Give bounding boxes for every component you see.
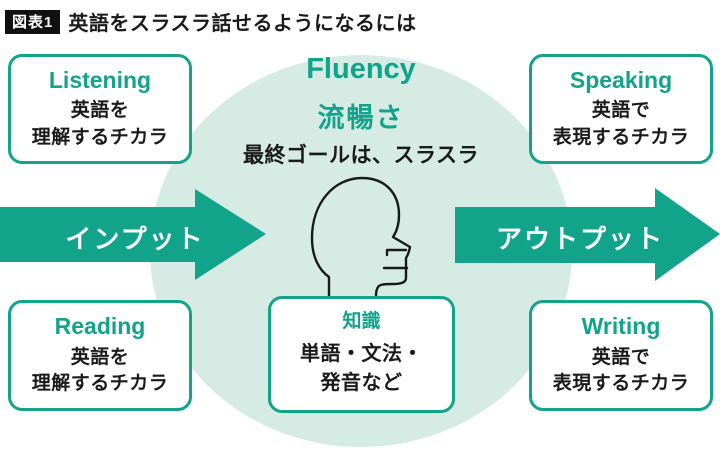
input-arrow-label: インプット [65, 224, 205, 254]
speaking-box-title: Speaking [569, 66, 673, 93]
listening-box-line2: 理解するチカラ [31, 126, 169, 148]
listening-box-line1: 英語を [70, 100, 130, 122]
speaking-box: Speaking 英語で 表現するチカラ [529, 54, 713, 164]
writing-box-line2: 表現するチカラ [552, 373, 690, 395]
output-arrow-label: アウトプット [495, 224, 664, 254]
knowledge-box-title: 知識 [342, 310, 381, 332]
fluency-circle [150, 55, 572, 447]
reading-box: Reading 英語を 理解するチカラ [8, 300, 192, 411]
knowledge-box-line1: 単語・文法・ [300, 343, 423, 366]
output-arrow [455, 188, 720, 281]
writing-box: Writing 英語で 表現するチカラ [529, 300, 713, 411]
writing-box-line1: 英語で [591, 346, 651, 368]
head-profile-icon [310, 176, 412, 298]
fluency-title-en: Fluency [306, 53, 416, 85]
nose-line [385, 248, 408, 257]
reading-box-line1: 英語を [70, 346, 130, 368]
speaking-box-line2: 表現するチカラ [552, 126, 690, 148]
goal-note: 最終ゴールは、スラスラ [242, 144, 480, 167]
reading-box-title: Reading [54, 313, 146, 340]
figure-header: 図表1 英語をスラスラ話せるようになるには [5, 7, 416, 36]
knowledge-box: 知識 単語・文法・ 発音など [268, 296, 455, 413]
input-arrow [0, 189, 266, 280]
figure-number-badge: 図表1 [5, 9, 61, 34]
writing-box-title: Writing [581, 313, 661, 340]
listening-box: Listening 英語を 理解するチカラ [8, 54, 192, 164]
head-outline [310, 176, 412, 298]
speaking-box-line1: 英語で [591, 100, 651, 122]
page-title: 英語をスラスラ話せるようになるには [68, 13, 417, 35]
fluency-title-ja: 流暢さ [317, 103, 405, 133]
knowledge-box-line2: 発音など [320, 372, 403, 395]
reading-box-line2: 理解するチカラ [31, 373, 169, 395]
listening-box-title: Listening [48, 66, 152, 93]
